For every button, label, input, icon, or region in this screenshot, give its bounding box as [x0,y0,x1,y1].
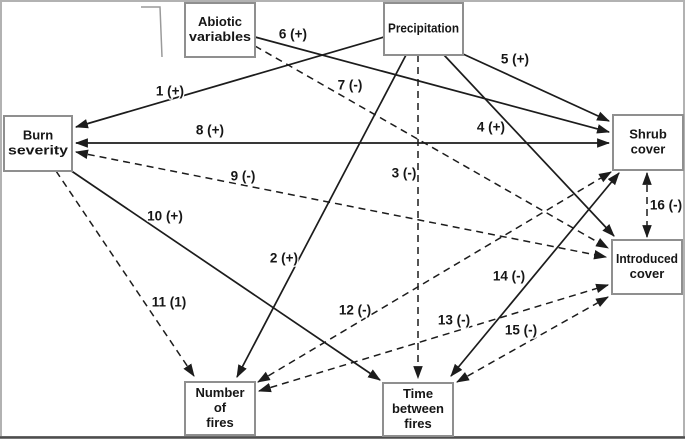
edge-label-15: 15 (-) [505,323,537,338]
node-precipitation: Precipitation [383,2,464,56]
edge-14-time-between-fires-to-shrub-cover [450,172,620,377]
node-label-precipitation: Precipitation [388,20,459,35]
edge-label-13: 13 (-) [438,313,470,328]
edge-label-11: 11 (1) [152,295,187,310]
edges [55,36,652,393]
edge-2-precipitation-to-number-of-fires [236,54,407,378]
edge-12-number-of-fires-to-shrub-cover [257,171,612,383]
edge-7-abiotic-variables-to-introduced-cover [254,45,609,249]
node-box-precipitation [383,2,464,56]
edge-1-precipitation-to-burn-severity [74,36,385,129]
edge-label-9: 9 (-) [231,169,256,184]
node-box-shrub-cover [612,114,684,171]
node-box-number-of-fires [184,381,256,436]
edge-9-burn-severity-to-introduced-cover [74,149,608,260]
edge-label-7: 7 (-) [338,78,363,93]
edge-15-time-between-fires-to-introduced-cover [456,296,609,383]
edge-6-abiotic-variables-to-shrub-cover [254,36,611,134]
edge-label-12: 12 (-) [339,303,371,318]
edge-label-3: 3 (-) [392,166,417,181]
node-box-abiotic-variables [184,2,256,58]
edge-label-2: 2 (+) [270,251,298,266]
edge-label-6: 6 (+) [279,27,307,42]
edge-label-1: 1 (+) [156,84,184,99]
edge-label-16: 16 (-) [650,198,682,213]
stray-line-artifact [141,6,163,58]
node-box-burn-severity [3,115,73,172]
edge-11-burn-severity-to-number-of-fires [55,170,195,377]
edge-13-number-of-fires-to-introduced-cover [257,283,610,393]
node-box-introduced-cover [611,239,683,295]
edge-labels: 1 (+) 2 (+) 3 (-) 4 (+) 5 (+) 6 (+) 7 (-) 8 (+)… [146,25,683,339]
edge-label-8: 8 (+) [196,123,224,138]
edge-label-5: 5 (+) [501,52,529,67]
edge-label-4: 4 (+) [477,120,505,135]
edge-label-10: 10 (+) [147,209,183,224]
edge-10-burn-severity-to-time-between-fires [69,169,381,381]
node-box-time-between-fires [382,382,454,437]
edge-label-14: 14 (-) [493,269,525,284]
edge-5-precipitation-to-shrub-cover [462,53,610,122]
